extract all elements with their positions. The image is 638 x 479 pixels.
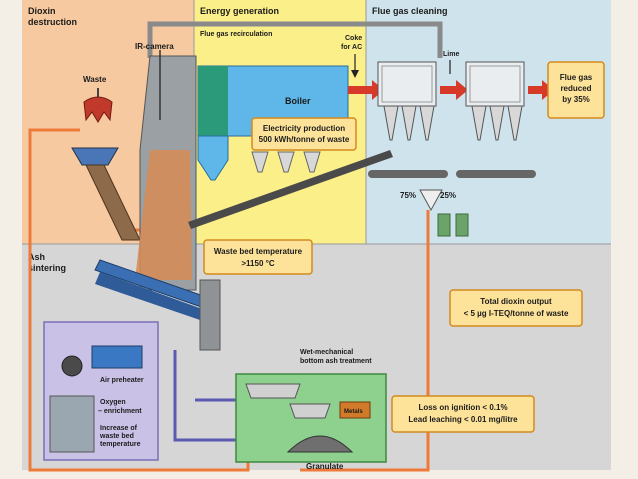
granulate-pile <box>286 435 354 453</box>
zone-title-flue: Flue gas cleaning <box>372 6 448 16</box>
air-blower-icon <box>61 355 83 377</box>
metals-bin <box>339 401 371 419</box>
air-preheater-unit <box>91 345 143 369</box>
boiler-hopper <box>197 135 229 181</box>
label-oxygen: Oxygen– enrichment <box>98 399 142 415</box>
label-boiler: Boiler <box>285 96 311 106</box>
bag-filter-1 <box>377 61 437 141</box>
split-hopper <box>419 189 443 212</box>
oxygen-photo <box>49 395 95 453</box>
ash-discharge-chute <box>199 279 221 351</box>
zone-flue-gas-cleaning <box>366 0 611 244</box>
furnace-flame <box>135 150 192 280</box>
svg-text:Total dioxin output< 5 µg I-TE: Total dioxin output< 5 µg I-TEQ/tonne of… <box>464 297 569 318</box>
flue-gas-arrow-1 <box>348 80 384 100</box>
treatment-separator <box>289 403 331 419</box>
label-metals: Metals <box>344 409 363 415</box>
label-75: 75% <box>400 191 416 200</box>
label-lime: Lime <box>443 51 459 58</box>
boiler-hopper-3 <box>303 151 321 173</box>
orange-ash-return <box>300 210 430 472</box>
label-waste: Waste <box>83 75 107 84</box>
residue-container-2 <box>455 213 469 237</box>
recirculation-duct <box>147 21 443 58</box>
label-25: 25% <box>440 191 456 200</box>
label-recirculation: Flue gas recirculation <box>200 31 272 38</box>
boiler-green-panel <box>198 66 228 136</box>
label-ir-camera: IR-camera <box>135 42 174 51</box>
svg-text:Loss on ignition < 0.1%Lead le: Loss on ignition < 0.1%Lead leaching < 0… <box>408 403 518 424</box>
callout-loss-ignition: Loss on ignition < 0.1%Lead leaching < 0… <box>391 395 535 433</box>
boiler-hopper-2 <box>277 151 295 173</box>
callout-bed-temp: Waste bed temperature>1150 °C <box>203 239 313 275</box>
grate-lower <box>95 272 205 320</box>
zone-dioxin-lower <box>22 244 194 248</box>
filter-conveyor-2 <box>456 170 536 178</box>
waste-grab-crane <box>83 88 113 123</box>
callout-dioxin-output: Total dioxin output< 5 µg I-TEQ/tonne of… <box>449 289 583 327</box>
boiler-hopper-1 <box>251 151 269 173</box>
label-air-preheater: Air preheater <box>100 377 144 384</box>
treatment-drum <box>245 383 301 399</box>
feed-hopper <box>71 147 119 166</box>
filter-conveyor-1 <box>368 170 448 178</box>
label-granulate: Granulate <box>306 462 344 471</box>
zone-title-energy: Energy generation <box>200 6 279 16</box>
flue-gas-arrow-2 <box>440 80 468 100</box>
ash-conveyor <box>188 150 393 229</box>
bag-filter-2 <box>465 61 525 141</box>
svg-text:Waste bed temperature>1150 °C: Waste bed temperature>1150 °C <box>214 247 303 268</box>
residue-container-1 <box>437 213 451 237</box>
